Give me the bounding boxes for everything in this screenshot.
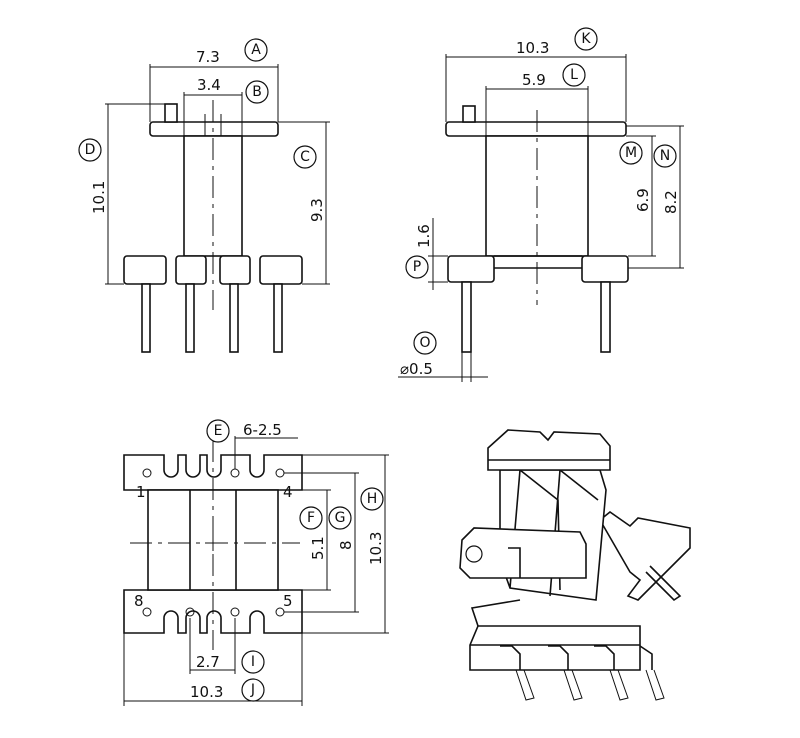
iso-front-flange (459, 527, 587, 579)
dim-l-value: 5.9 (522, 71, 546, 89)
svg-text:G: G (335, 510, 346, 526)
svg-text:E: E (214, 423, 223, 439)
callout-p (405, 255, 429, 279)
callout-c (293, 145, 317, 169)
callout-k (574, 27, 598, 51)
callout-i (241, 650, 265, 674)
pin-hole (185, 607, 195, 617)
callout-d (78, 138, 102, 162)
top-flange (123, 454, 303, 491)
dim-a-value: 7.3 (196, 48, 220, 66)
pin-hole (142, 607, 152, 617)
callout-j (241, 678, 265, 702)
svg-text:M: M (625, 145, 637, 161)
pin-hole (142, 468, 152, 478)
dim-b-value: 3.4 (197, 76, 221, 94)
callout-e (206, 419, 230, 443)
callout-n (653, 144, 677, 168)
dim-g-value: 8 (337, 540, 355, 550)
svg-text:I: I (251, 654, 255, 670)
svg-text:A: A (251, 42, 261, 58)
dim-h-value: 10.3 (367, 532, 385, 565)
dim-e-value: 6-2.5 (243, 421, 282, 439)
pin-5-label: 5 (283, 592, 293, 610)
front-pin (273, 283, 283, 353)
pin-1-label: 1 (136, 483, 146, 501)
side-base-left (447, 255, 495, 283)
svg-text:D: D (85, 142, 96, 158)
svg-text:F: F (307, 510, 315, 526)
callout-h (360, 487, 384, 511)
dim-d-value: 10.1 (90, 181, 108, 214)
svg-text:C: C (300, 149, 310, 165)
front-top-stud (164, 103, 178, 123)
dim-c-value: 9.3 (308, 198, 326, 222)
dim-p-value: 1.6 (415, 224, 433, 248)
bottom-flange (123, 589, 303, 634)
callout-o (413, 331, 437, 355)
front-pin (229, 283, 239, 353)
side-view: 10.3 K 5.9 L 6.9 M 8.2 N 1.6 P (398, 27, 684, 382)
front-view: 7.3 A 3.4 B 10.1 D 9.3 C (78, 38, 330, 353)
isometric-view (459, 429, 691, 701)
dim-n-value: 8.2 (662, 190, 680, 214)
callout-a (244, 38, 268, 62)
iso-stud (465, 545, 483, 563)
front-pin (185, 283, 195, 353)
front-top-flange (149, 121, 279, 137)
side-top-flange (445, 121, 627, 137)
pin-4-label: 4 (283, 483, 293, 501)
callout-f (299, 506, 323, 530)
dim-m-value: 6.9 (634, 188, 652, 212)
side-pin (461, 281, 472, 353)
pin-hole (230, 607, 240, 617)
svg-text:O: O (419, 335, 430, 351)
svg-text:N: N (660, 148, 670, 164)
svg-text:P: P (413, 259, 421, 275)
dim-o-value: ⌀0.5 (400, 360, 433, 378)
top-view: 1 4 8 5 6-2.5 E 5.1 F 8 G 10.3 H (123, 419, 389, 706)
iso-top-flange (487, 429, 611, 471)
side-pin (600, 281, 611, 353)
iso-side-flange (598, 511, 691, 601)
dim-k-value: 10.3 (516, 39, 549, 57)
dim-j-value: 10.3 (190, 683, 223, 701)
svg-text:K: K (581, 31, 591, 47)
front-base-block-2 (175, 255, 207, 285)
dim-f-value: 5.1 (309, 536, 327, 560)
side-top-stud (462, 105, 476, 123)
callout-m (619, 141, 643, 165)
side-base-right (581, 255, 629, 283)
dim-i-value: 2.7 (196, 653, 220, 671)
callout-l (562, 63, 586, 87)
callout-g (328, 506, 352, 530)
front-pin (141, 283, 151, 353)
svg-text:L: L (570, 67, 578, 83)
pin-8-label: 8 (134, 592, 144, 610)
front-base-block-4 (259, 255, 303, 285)
svg-text:B: B (252, 84, 262, 100)
svg-text:H: H (367, 491, 378, 507)
svg-text:J: J (250, 682, 255, 698)
iso-base (469, 625, 641, 671)
front-base-block-3 (219, 255, 251, 285)
front-base-block-1 (123, 255, 167, 285)
callout-b (245, 80, 269, 104)
